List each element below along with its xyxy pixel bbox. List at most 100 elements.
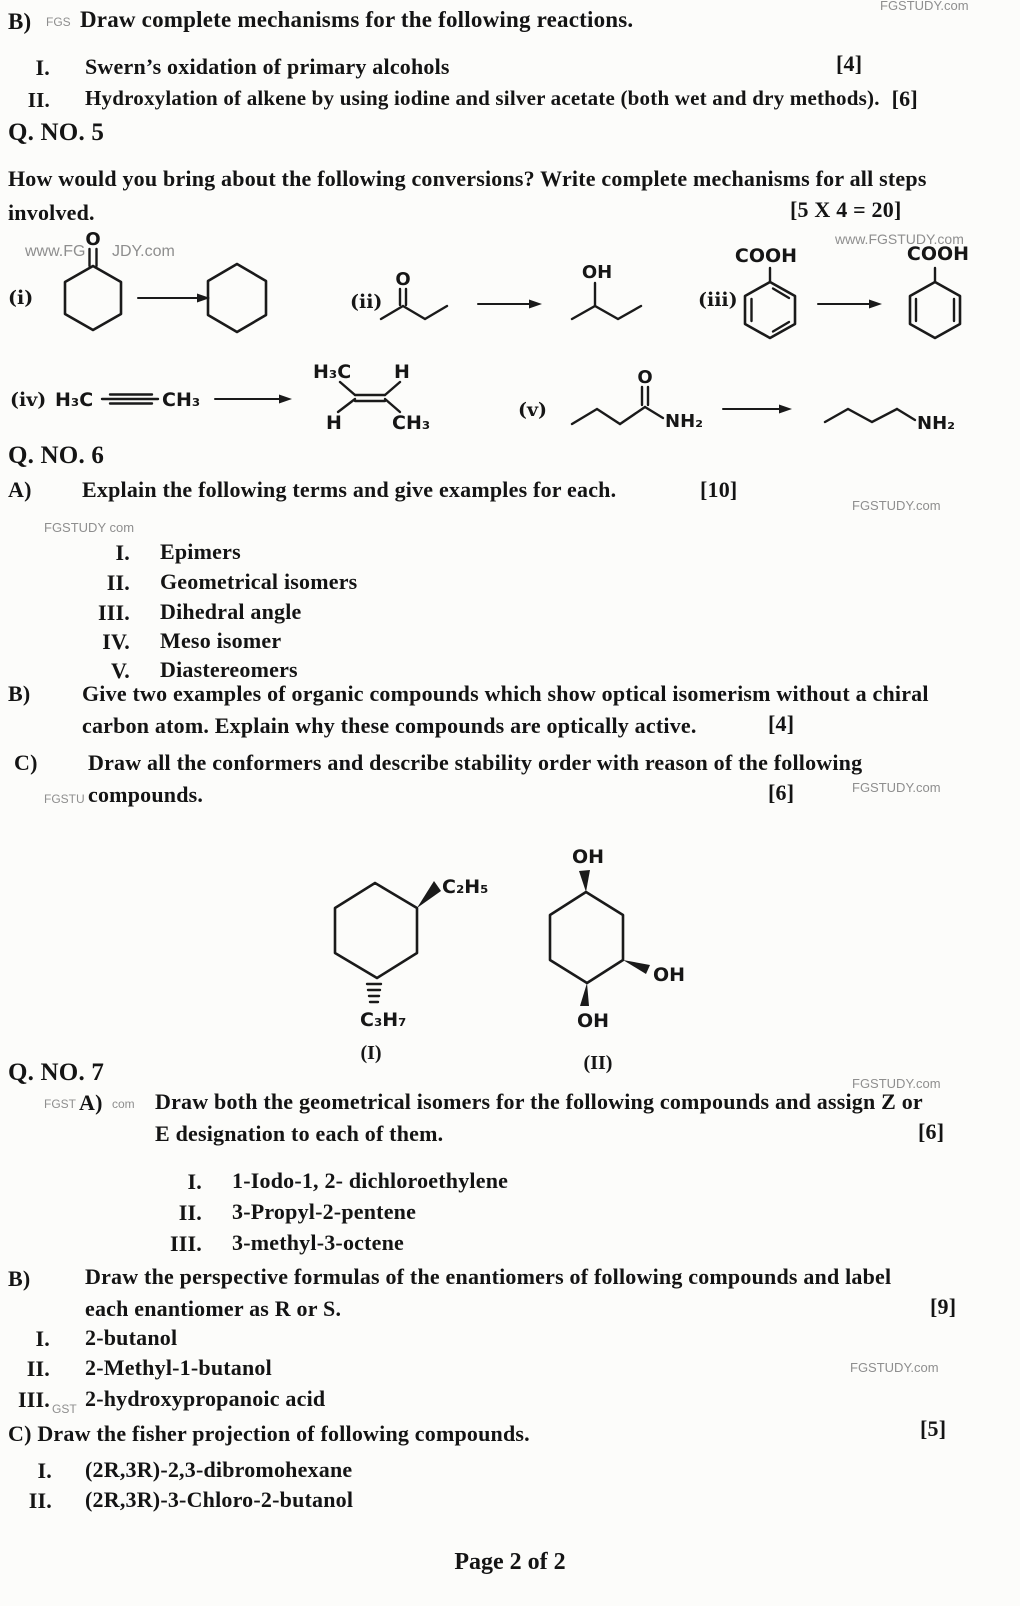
list-numeral: V. xyxy=(111,658,130,683)
hydroxyl-label: OH xyxy=(572,846,604,868)
watermark: com xyxy=(112,1097,135,1111)
watermark: FGSTUDY.com xyxy=(852,780,941,795)
list-item: Meso isomer xyxy=(160,628,282,653)
watermark: www.FG xyxy=(24,243,85,260)
list-item: Geometrical isomers xyxy=(160,569,358,594)
watermark: FGSTUDY.com xyxy=(880,0,969,13)
marks-badge: [6] xyxy=(768,780,795,805)
list-numeral: II. xyxy=(178,1200,202,1225)
cooh-label: COOH xyxy=(907,243,969,265)
page-footer: Page 2 of 2 xyxy=(454,1549,566,1575)
list-numeral: III. xyxy=(98,600,130,625)
hydroxyl-label: OH xyxy=(653,964,685,986)
reaction-iii-label: (iii) xyxy=(698,289,738,311)
list-numeral: III. xyxy=(18,1387,50,1412)
amine-label: NH₂ xyxy=(917,413,955,434)
reaction-i-label: (i) xyxy=(8,287,33,309)
question-title: Q. NO. 6 xyxy=(8,442,105,469)
reaction-arrow xyxy=(817,299,882,309)
oxygen-label: O xyxy=(395,269,410,290)
watermark: FGST xyxy=(44,1097,76,1111)
list-numeral: II. xyxy=(27,88,50,112)
list-numeral: I. xyxy=(115,540,130,565)
reaction-arrow xyxy=(477,299,542,309)
methyl-label: CH₃ xyxy=(392,412,430,434)
part-label: A) xyxy=(79,1090,103,1115)
watermark: FGSTU xyxy=(44,792,85,806)
section-b-heading: Draw complete mechanisms for the followi… xyxy=(80,7,634,32)
list-numeral: I. xyxy=(187,1169,202,1194)
butylamine-structure: NH₂ xyxy=(823,407,955,434)
question-text: E designation to each of them. xyxy=(155,1121,444,1146)
list-numeral: II. xyxy=(28,1488,52,1513)
marks-badge: [5 X 4 = 20] xyxy=(790,197,902,222)
watermark: JDY.com xyxy=(112,243,175,260)
watermark: FGS xyxy=(46,15,71,29)
list-numeral: I. xyxy=(35,55,50,80)
amide-label: NH₂ xyxy=(665,411,703,432)
list-item: Swern’s oxidation of primary alcohols xyxy=(85,54,450,79)
question-title: Q. NO. 5 xyxy=(8,119,105,146)
list-item: 3-methyl-3-octene xyxy=(232,1230,404,1255)
question-text: Explain the following terms and give exa… xyxy=(82,477,617,502)
question-text: Draw all the conformers and describe sta… xyxy=(88,750,863,775)
ethyl-label: C₂H₅ xyxy=(442,876,489,898)
watermark: FGSTUDY.com xyxy=(852,1076,941,1091)
marks-badge: [10] xyxy=(700,477,738,502)
methyl-label: H₃C xyxy=(55,389,93,411)
cooh-label: COOH xyxy=(735,245,797,267)
structure-ii-label: (II) xyxy=(584,1052,613,1074)
question-text: compounds. xyxy=(88,782,204,807)
watermark: www.FGSTUDY.com xyxy=(834,231,964,247)
list-item: 2-hydroxypropanoic acid xyxy=(85,1386,326,1411)
oxygen-label: O xyxy=(85,229,100,250)
hydroxyl-label: OH xyxy=(577,1010,609,1032)
list-numeral: II. xyxy=(106,570,130,595)
reaction-arrow xyxy=(722,404,792,414)
cyclohexadiene-acid-structure: COOH xyxy=(907,243,969,340)
methyl-label: CH₃ xyxy=(162,389,200,411)
reaction-iv-label: (iv) xyxy=(10,389,46,411)
reaction-arrow xyxy=(214,394,292,404)
part-label: B) xyxy=(8,1266,31,1291)
list-item: Epimers xyxy=(160,539,241,564)
list-numeral: I. xyxy=(37,1458,52,1483)
list-item: (2R,3R)-3-Chloro-2-butanol xyxy=(85,1487,354,1512)
reaction-ii-label: (ii) xyxy=(350,291,382,313)
methyl-label: H₃C xyxy=(313,361,351,383)
propyl-label: C₃H₇ xyxy=(360,1009,407,1031)
question-text: How would you bring about the following … xyxy=(8,166,927,191)
cyclohexane-triol-structure: OH OH OH (II) xyxy=(548,846,685,1074)
structure-i-label: (I) xyxy=(360,1042,381,1064)
trans-butene-structure: H₃C H H CH₃ xyxy=(313,361,430,434)
marks-badge: [5] xyxy=(920,1416,947,1441)
ethyl-propyl-cyclohexane-structure: C₂H₅ C₃H₇ (I) xyxy=(333,876,489,1064)
question-title: Q. NO. 7 xyxy=(8,1059,105,1086)
part-label: A) xyxy=(8,477,32,502)
oxygen-label: O xyxy=(637,367,652,388)
hydrogen-label: H xyxy=(394,361,410,383)
marks-badge: [9] xyxy=(930,1294,957,1319)
question-text: each enantiomer as R or S. xyxy=(85,1296,342,1321)
hydrogen-label: H xyxy=(326,412,342,434)
q5-reactions-row-1: www.FG JDY.com www.FGSTUDY.com (i) O (ii… xyxy=(8,229,969,340)
list-item: Hydroxylation of alkene by using iodine … xyxy=(85,86,880,110)
cyclohexanone-structure: O xyxy=(63,229,123,332)
marks-badge: [6] xyxy=(918,1119,945,1144)
benzoic-acid-structure: COOH xyxy=(735,245,797,340)
marks-badge: [4] xyxy=(836,51,863,76)
part-label: B) xyxy=(8,681,31,706)
question-text: carbon atom. Explain why these compounds… xyxy=(82,713,697,738)
reaction-v-label: (v) xyxy=(518,399,547,421)
hydroxyl-label: OH xyxy=(582,262,612,283)
question-text: C) Draw the fisher projection of followi… xyxy=(8,1421,530,1446)
marks-badge: [6] xyxy=(891,86,918,111)
list-item: Dihedral angle xyxy=(160,599,302,624)
butanone-structure: O xyxy=(379,269,449,321)
question-text: Draw both the geometrical isomers for th… xyxy=(155,1089,923,1114)
watermark: GST xyxy=(52,1402,77,1416)
list-item: 3-Propyl-2-pentene xyxy=(232,1199,417,1224)
list-item: 2-Methyl-1-butanol xyxy=(85,1355,272,1380)
list-item: (2R,3R)-2,3-dibromohexane xyxy=(85,1457,353,1482)
